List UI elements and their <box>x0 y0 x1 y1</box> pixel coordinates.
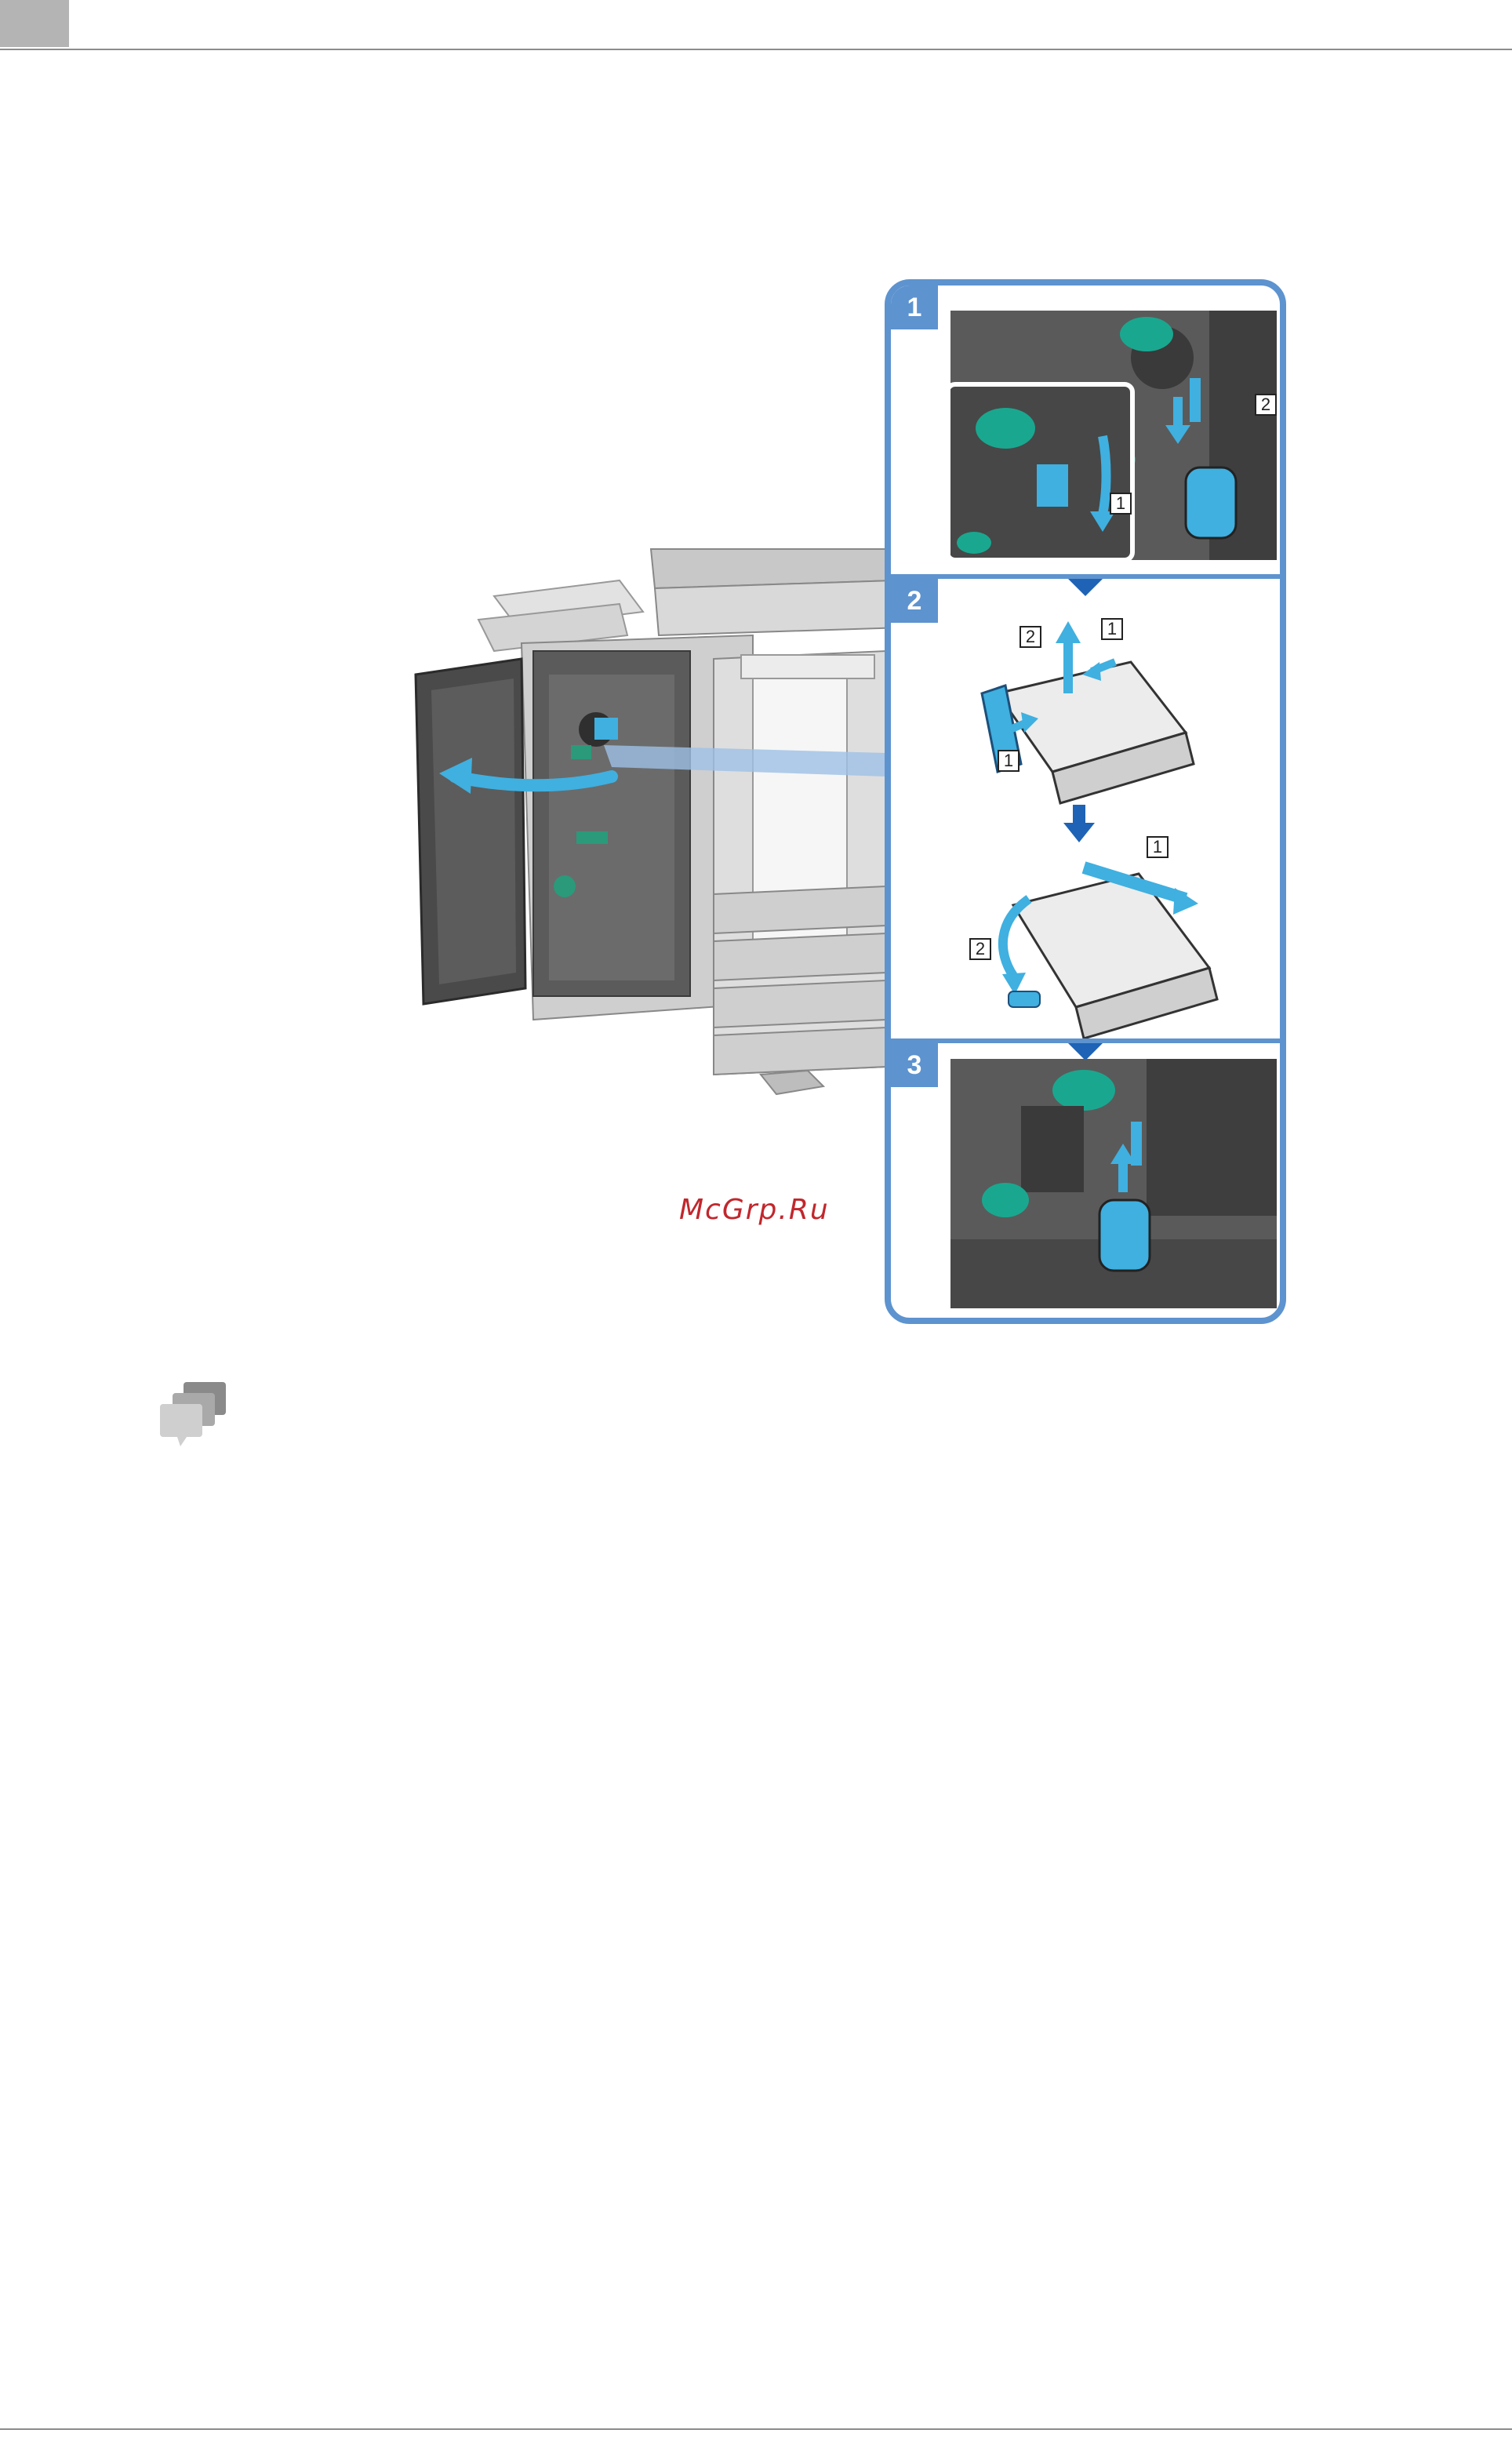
step-2-callout-b: 1 <box>1101 618 1123 640</box>
step-2-callout-d: 1 <box>1147 836 1169 858</box>
step-arrow-1 <box>1068 579 1103 596</box>
speech-bubbles-icon <box>160 1382 229 1446</box>
step-1-badge: 1 <box>891 286 938 329</box>
step-2-cartridge-diagram <box>966 607 1233 1070</box>
header-rule <box>0 49 1512 50</box>
step-1-callout-2: 2 <box>1255 394 1277 416</box>
step-arrow-2 <box>1068 1043 1103 1060</box>
step-2-callout-a: 2 <box>1020 626 1041 648</box>
step-2-badge: 2 <box>891 579 938 623</box>
step-1-callout-1: 1 <box>1110 493 1132 515</box>
copier-illustration <box>384 518 902 1114</box>
header-tab <box>0 0 69 47</box>
step-3-badge: 3 <box>891 1043 938 1087</box>
step-2-callout-e: 2 <box>969 938 991 960</box>
footer-rule <box>0 2428 1512 2430</box>
step-1-photo <box>950 311 1277 560</box>
watermark: McGrp.Ru <box>679 1194 830 1226</box>
procedure-panel: 1 1 2 2 <box>885 279 1286 1324</box>
step-2-callout-c: 1 <box>998 750 1020 772</box>
step-3-photo <box>950 1059 1277 1308</box>
